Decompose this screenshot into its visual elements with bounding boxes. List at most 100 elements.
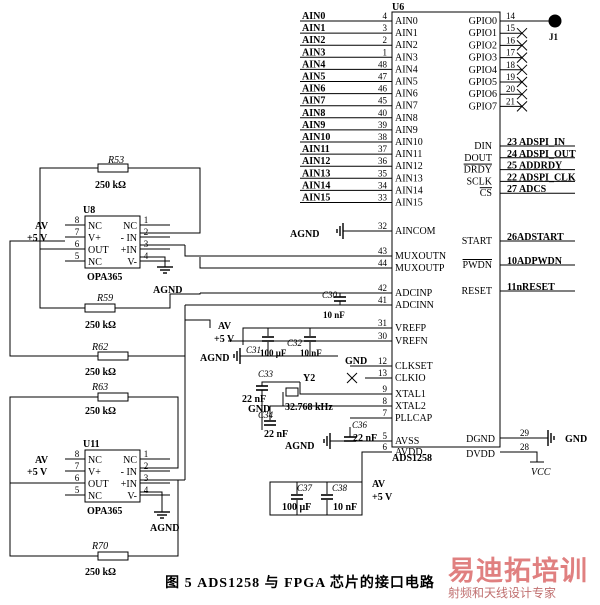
r59-ref-label: R59 bbox=[96, 293, 113, 304]
u6-left-pin-number: 32 bbox=[378, 221, 387, 231]
spi-net-label: 27 ADCS bbox=[507, 184, 547, 195]
ain-pin-name: AIN8 bbox=[395, 113, 418, 124]
r70-right-wire bbox=[128, 480, 179, 557]
u8-vminus-wire bbox=[140, 256, 166, 267]
u11-to-vref-wire bbox=[184, 319, 211, 480]
gpio-pin-name: GPIO1 bbox=[469, 28, 497, 39]
u6-left-pin-number: 44 bbox=[378, 258, 388, 268]
c31-ref-label: C31 bbox=[246, 345, 261, 355]
u6-left-pin-number: 30 bbox=[378, 331, 388, 341]
no-connect-cross bbox=[516, 76, 528, 88]
ctrl-pin-name: PWDN bbox=[463, 260, 492, 271]
u8-pin-name: NC bbox=[88, 221, 102, 232]
ctrl-net-label: 11nRESET bbox=[507, 282, 555, 293]
r53-value-label: 250 kΩ bbox=[95, 180, 126, 191]
xtal-gnd-label: GND bbox=[248, 404, 270, 415]
gpio-pin-number: 21 bbox=[506, 96, 515, 106]
ain-pin-number: 35 bbox=[378, 168, 388, 178]
u6-left-pin-name: MUXOUTP bbox=[395, 263, 445, 274]
gpio-pin-name: GPIO3 bbox=[469, 53, 497, 64]
u8-5v-label: +5 V bbox=[27, 233, 48, 244]
no-connect-cross bbox=[516, 52, 528, 63]
c37-ref-label: C37 bbox=[297, 483, 313, 493]
u6-left-pin-number: 31 bbox=[378, 318, 387, 328]
c38-value-label: 10 nF bbox=[333, 502, 357, 513]
dgnd-pin-name: DGND bbox=[466, 434, 495, 445]
gpio-pin-number: 17 bbox=[506, 48, 516, 58]
u8-pin-number: 3 bbox=[144, 239, 149, 249]
u6-left-pin-number: 42 bbox=[378, 283, 387, 293]
ain-pin-name: AIN1 bbox=[395, 28, 418, 39]
ads1258-chip-body bbox=[391, 11, 501, 448]
vrefp-line bbox=[242, 327, 392, 345]
muxoutp-line bbox=[199, 257, 392, 269]
avdd-5v-label: +5 V bbox=[372, 492, 393, 503]
ain-pin-number: 40 bbox=[378, 108, 388, 118]
spi-pin-name: DIN bbox=[474, 141, 492, 152]
ctrl-pin-name: START bbox=[462, 236, 492, 247]
r70-left-wire bbox=[9, 482, 98, 557]
u6-left-pin-number: 13 bbox=[378, 368, 388, 378]
ain-pin-number: 45 bbox=[378, 96, 388, 106]
u6-left-pin-name: AVSS bbox=[395, 436, 419, 447]
ain-net-label: AIN11 bbox=[302, 144, 330, 155]
u11-ref-label: U11 bbox=[83, 439, 100, 450]
ain-pin-name: AIN11 bbox=[395, 149, 422, 160]
ain-net-label: AIN7 bbox=[302, 96, 325, 107]
u8-pin-name: +IN bbox=[121, 245, 137, 256]
avdd-av-label: AV bbox=[372, 479, 386, 490]
ain-net-label: AIN3 bbox=[302, 47, 325, 58]
r53-right-wire bbox=[128, 167, 201, 234]
u11-vminus-wire bbox=[140, 491, 163, 512]
r62-value-label: 250 kΩ bbox=[85, 367, 116, 378]
r53-ref-label: R53 bbox=[107, 155, 124, 166]
gpio-pin-number: 14 bbox=[506, 11, 516, 21]
spi-net-label: 22 ADSPI_CLK bbox=[507, 172, 576, 183]
vcc-net-label: VCC bbox=[531, 467, 551, 478]
ain-pin-number: 38 bbox=[378, 132, 388, 142]
u8-ref-label: U8 bbox=[83, 205, 95, 216]
c32-ref-label: C32 bbox=[287, 338, 303, 348]
c36-value-label: 22 nF bbox=[353, 433, 377, 444]
r63-value-label: 250 kΩ bbox=[85, 406, 116, 417]
ain-net-label: AIN13 bbox=[302, 168, 330, 179]
muxoutn-line bbox=[184, 245, 392, 257]
gpio-pin-number: 20 bbox=[506, 84, 516, 94]
c34-ref-label: C34 bbox=[258, 410, 274, 420]
ain-pin-name: AIN2 bbox=[395, 40, 418, 51]
u11-chip-body bbox=[84, 449, 141, 503]
r53-left-wire bbox=[39, 167, 98, 250]
ain-pin-number: 37 bbox=[378, 144, 388, 154]
u11-pin-number: 2 bbox=[144, 461, 149, 471]
ain-pin-number: 36 bbox=[378, 156, 388, 166]
spi-net-label: 25 ADDRDY bbox=[507, 161, 563, 172]
u6-left-pin-name: PLLCAP bbox=[395, 413, 433, 424]
ain-net-label: AIN6 bbox=[302, 84, 325, 95]
u6-left-pin-name: AINCOM bbox=[395, 226, 436, 237]
r59-value-label: 250 kΩ bbox=[85, 320, 116, 331]
r63-right-wire bbox=[128, 396, 179, 469]
u8-pin-name: NC bbox=[123, 221, 137, 232]
spi-pin-name: DOUT bbox=[464, 153, 492, 164]
clkset-gnd-label: GND bbox=[345, 356, 367, 367]
c34-wire bbox=[269, 405, 283, 420]
u11-agnd-label: AGND bbox=[150, 523, 179, 534]
ain-pin-name: AIN12 bbox=[395, 161, 423, 172]
r62-resistor bbox=[97, 351, 129, 361]
c33-wire bbox=[261, 381, 300, 386]
r59-agnd-label: AGND bbox=[153, 285, 182, 296]
ain-pin-number: 1 bbox=[383, 47, 388, 57]
r63-resistor bbox=[97, 392, 129, 402]
ain-pin-number: 47 bbox=[378, 72, 388, 82]
u6-left-pin-name: ADCINP bbox=[395, 288, 433, 299]
aincom-agnd-label: AGND bbox=[290, 229, 319, 240]
u11-pin-name: V+ bbox=[88, 467, 101, 478]
u6-left-pin-number: 43 bbox=[378, 246, 388, 256]
c31-value-label: 100 μF bbox=[260, 348, 287, 358]
u6-left-pin-name: XTAL1 bbox=[395, 389, 426, 400]
c33-ref-label: C33 bbox=[258, 369, 274, 379]
r63-ref-label: R63 bbox=[91, 382, 108, 393]
r59-right-wire bbox=[115, 293, 201, 309]
c36-ref-label: C36 bbox=[352, 420, 368, 430]
u8-pin-name: V+ bbox=[88, 233, 101, 244]
